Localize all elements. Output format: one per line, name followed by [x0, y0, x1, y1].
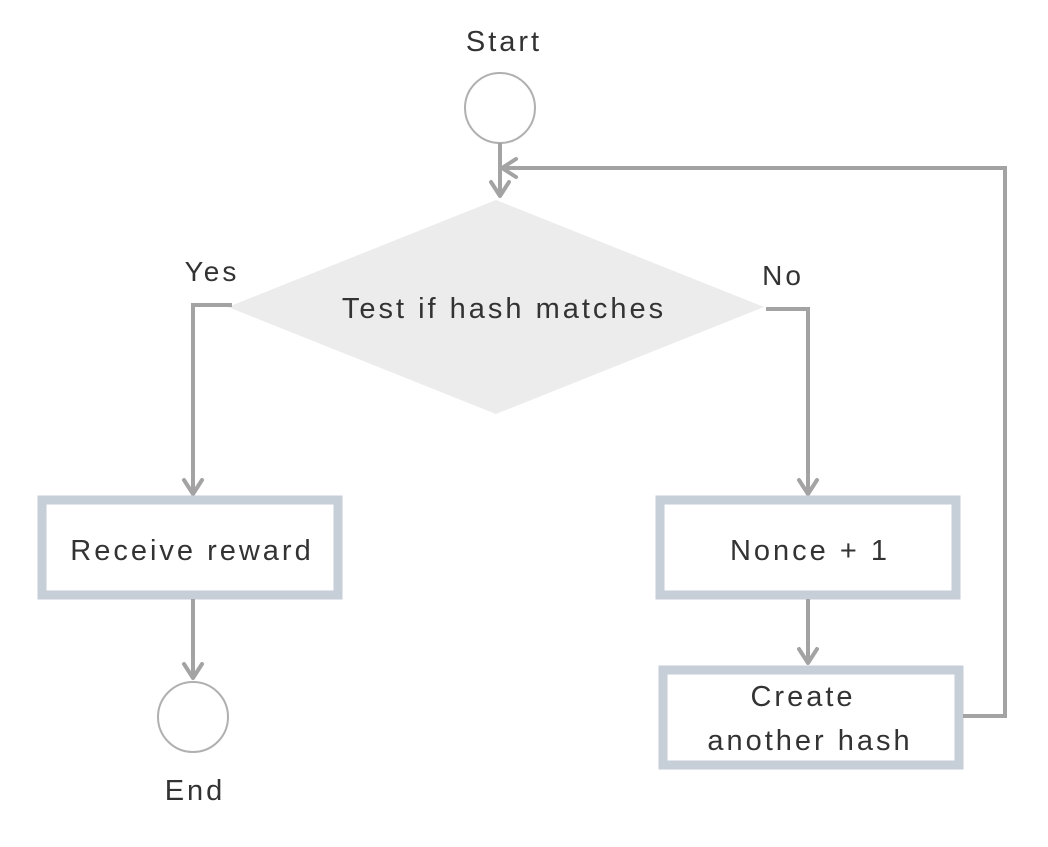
start-label: Start — [466, 26, 542, 58]
no-label: No — [762, 260, 804, 291]
arrowhead-nonce — [797, 478, 819, 496]
arrowhead-decision — [489, 180, 511, 198]
connector-loop-back — [502, 166, 1007, 718]
arrowhead-end — [182, 662, 204, 680]
receive-reward-label: Receive reward — [70, 535, 313, 567]
end-label: End — [165, 775, 226, 807]
nonce-label: Nonce + 1 — [730, 535, 890, 567]
create-hash-box — [658, 665, 964, 770]
arrowhead-create — [797, 647, 819, 665]
connector-yes — [191, 303, 232, 494]
decision-node — [228, 200, 764, 414]
create-hash-label-line1: Create — [750, 681, 855, 713]
yes-label: Yes — [185, 256, 240, 287]
nonce-box — [655, 495, 961, 600]
arrowhead-loop — [500, 157, 518, 179]
receive-reward-box — [37, 495, 343, 600]
decision-label: Test if hash matches — [342, 293, 666, 325]
start-node — [464, 72, 536, 144]
arrowhead-receive-reward — [182, 478, 204, 496]
create-hash-label-line2: another hash — [707, 725, 912, 757]
end-node — [157, 681, 229, 753]
connector-no — [766, 307, 810, 494]
